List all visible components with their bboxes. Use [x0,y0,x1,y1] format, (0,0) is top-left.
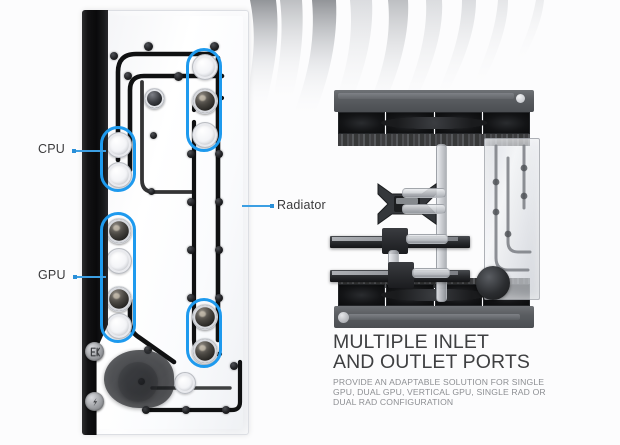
caption-subtitle: PROVIDE AN ADAPTABLE SOLUTION FOR SINGLE… [333,377,573,408]
leader-dot-gpu [73,275,77,279]
top-radiator-screw [516,94,525,103]
plate-screw [142,406,150,414]
highlight-radiator-ports-lower [186,298,222,368]
pump-rotor [118,362,158,402]
cpu-outlet-tube [402,204,446,214]
highlight-radiator-ports [186,48,222,152]
bottom-radiator-logo [338,312,349,323]
plate-screw [148,188,155,195]
gpu-lower-tube [412,268,450,278]
plate-screw [187,150,195,158]
annotation-label-radiator: Radiator [277,198,326,212]
plate-screw [124,72,132,80]
gpu-upper-tube [406,234,448,244]
drain-port [174,372,196,394]
plate-screw [210,42,219,51]
gpu-water-block-upper [382,228,408,254]
leader-line-gpu [77,276,106,278]
plate-screw [215,246,223,254]
caption-subtitle-line-2: GPU, DUAL GPU, VERTICAL GPU, SINGLE RAD … [333,387,546,398]
caption-subtitle-line-3: DUAL RAD CONFIGURATION [333,397,454,408]
annotation-label-cpu: CPU [38,142,65,156]
fan [338,284,386,306]
plate-screw [215,150,223,158]
caption-title-line-1: MULTIPLE INLET [333,331,489,353]
fan [338,112,386,134]
leader-dot-radiator [270,204,274,208]
plate-screw [222,406,230,414]
ek-logo [85,342,104,361]
plate-screw [230,362,238,370]
plate-screw [187,294,195,302]
lian-li-logo [85,392,104,411]
leader-dot-cpu [72,149,76,153]
distribution-plate [82,10,249,435]
plate-screw [144,42,153,51]
highlight-cpu-ports [100,126,136,192]
bottom-radiator-fins [338,278,530,288]
caption-subtitle-line-1: PROVIDE AN ADAPTABLE SOLUTION FOR SINGLE [333,377,545,387]
plate-screw [215,198,223,206]
top-radiator-fins [338,134,530,146]
leader-line-radiator [242,205,270,207]
plate-screw [174,72,183,81]
caption-block: MULTIPLE INLET AND OUTLET PORTS PROVIDE … [333,332,573,408]
bottom-radiator-bevel [348,314,520,320]
ek-logo-glyph [90,347,100,356]
caption-title-line-2: AND OUTLET PORTS [333,351,530,373]
fan [482,112,530,134]
annotation-label-gpu: GPU [38,268,66,282]
loop-configuration-render [326,88,561,336]
plate-screw [187,198,195,206]
leader-line-cpu [76,150,106,152]
lian-li-logo-glyph [92,397,97,406]
render-pump [476,266,510,300]
top-radiator-bevel [338,93,514,99]
fill-port [144,88,165,109]
plate-screw [187,246,195,254]
plate-screw [215,294,223,302]
top-fan-row [338,112,530,134]
gpu-water-block-lower [388,262,414,288]
plate-screw [182,406,190,414]
plate-screw [150,132,157,139]
cpu-inlet-tube [402,188,446,198]
plate-screw [110,52,118,60]
